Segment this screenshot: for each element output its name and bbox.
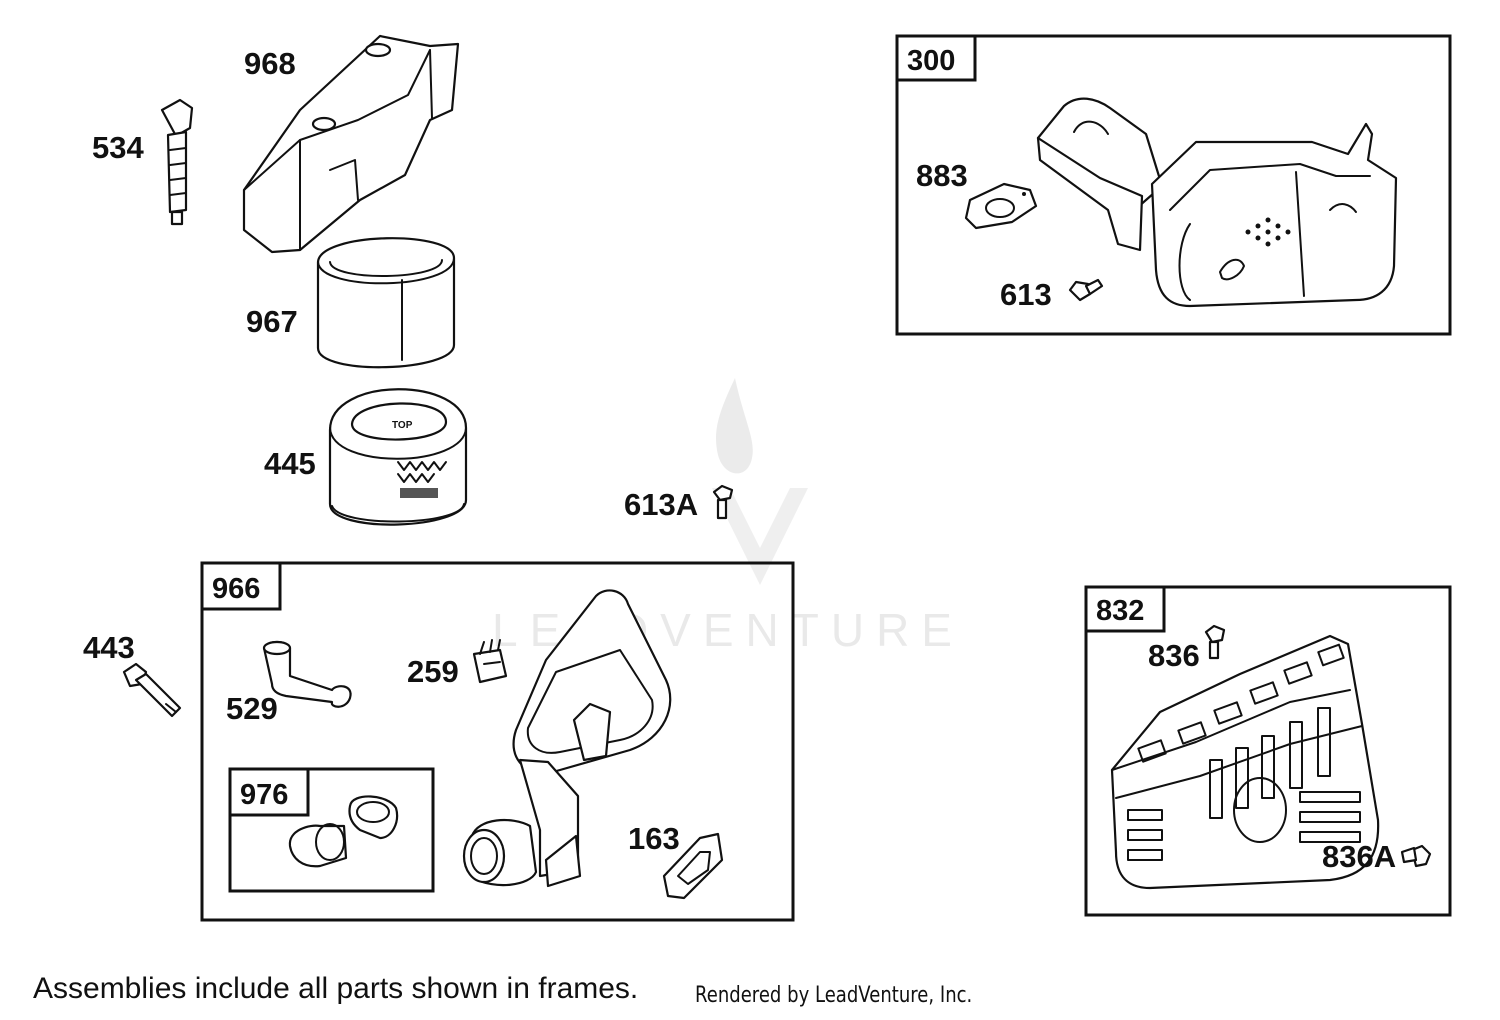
air-cleaner-cover-968 (242, 34, 460, 254)
pre-cleaner-967 (316, 237, 456, 369)
filter-top-marking: TOP (392, 420, 413, 431)
frame-300: 300 (895, 34, 1452, 336)
leadventure-watermark: LEADVENTURE (492, 378, 952, 656)
frame-label-976: 976 (240, 779, 288, 811)
frame-label-966: 966 (212, 573, 260, 605)
screw-613 (1068, 278, 1104, 302)
frame-label-832: 832 (1096, 595, 1144, 627)
air-filter-445: TOP (328, 388, 468, 526)
screw-836A (1400, 844, 1432, 868)
screw-836 (1204, 624, 1226, 660)
part-label-613: 613 (1000, 277, 1052, 312)
air-cleaner-base (462, 589, 672, 888)
part-label-836: 836 (1148, 638, 1200, 673)
part-label-836A: 836A (1322, 839, 1396, 874)
part-label-529: 529 (226, 691, 278, 726)
part-label-883: 883 (916, 158, 968, 193)
part-label-613A: 613A (624, 487, 698, 522)
part-label-443: 443 (83, 630, 135, 665)
frame-832: 832 (1084, 585, 1452, 917)
part-label-967: 967 (246, 304, 298, 339)
part-label-163: 163 (628, 821, 680, 856)
bolt-443 (122, 662, 182, 718)
fitting-259 (472, 639, 508, 684)
part-label-968: 968 (244, 46, 296, 81)
part-label-259: 259 (407, 654, 459, 689)
clamp-and-filter-976 (288, 795, 399, 868)
frame-label-300: 300 (907, 45, 955, 77)
render-credit: Rendered by LeadVenture, Inc. (695, 983, 973, 1008)
assemblies-footnote: Assemblies include all parts shown in fr… (33, 972, 639, 1005)
frame-976: 976 (228, 767, 435, 893)
breather-tube-534 (160, 98, 194, 226)
exhaust-gasket-883 (964, 182, 1038, 230)
frame-966: 966 (200, 561, 795, 922)
part-label-534: 534 (92, 130, 144, 165)
muffler-300 (1036, 97, 1398, 308)
heat-shield-832 (1110, 634, 1380, 890)
screw-613A (712, 484, 734, 520)
gasket-163 (662, 832, 724, 900)
elbow-529 (262, 640, 352, 708)
part-label-445: 445 (264, 446, 316, 481)
